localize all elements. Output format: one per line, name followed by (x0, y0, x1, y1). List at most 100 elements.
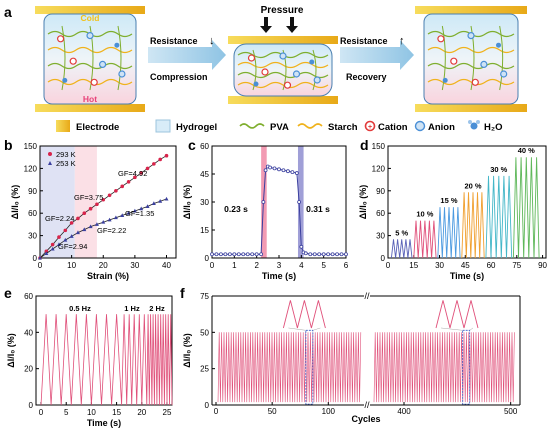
anion-icon (313, 76, 321, 84)
y-tick-label: 0 (205, 254, 210, 263)
y-tick-label: 90 (376, 187, 385, 196)
electrode-swatch (56, 120, 70, 132)
data-point (82, 227, 87, 232)
zoom-connector (440, 327, 463, 331)
data-point (164, 153, 169, 158)
axis-break-icon: // (364, 291, 370, 301)
y-tick-label: 30 (28, 232, 37, 241)
x-tick-label: 10 (67, 261, 76, 270)
pva-swatch (239, 123, 265, 129)
x-tick-label: 0 (39, 408, 44, 417)
y-tick-label: 60 (200, 142, 209, 151)
series-line (40, 314, 173, 406)
y-tick-label: 20 (24, 365, 33, 374)
x-tick-label: 45 (461, 261, 470, 270)
data-point (254, 252, 259, 257)
strain-label: 20 % (464, 181, 481, 190)
y-tick-label: 75 (200, 292, 209, 301)
data-point (303, 251, 308, 256)
water-legend-label: H₂O (484, 122, 502, 133)
x-tick-label: 0 (38, 261, 43, 270)
hot-label: Hot (83, 94, 97, 104)
starch-swatch (297, 123, 323, 129)
x-tick-label: 0 (386, 261, 391, 270)
cation-icon (90, 78, 98, 86)
data-point (210, 252, 214, 257)
data-point (164, 196, 169, 201)
recovery-label: Recovery (346, 72, 387, 82)
zoom-connector (312, 327, 321, 331)
legend-label: 293 K (56, 150, 76, 159)
legend-marker (48, 161, 52, 165)
shaded-region (74, 146, 97, 258)
hydrogel-cell-compressed: Pressure (228, 5, 338, 104)
strain-label: 5 % (395, 228, 408, 237)
x-tick-label: 90 (538, 261, 547, 270)
data-point (69, 221, 74, 225)
compression-arrow (148, 40, 226, 70)
data-point (277, 167, 281, 172)
data-point (236, 252, 241, 257)
x-tick-label: 20 (99, 261, 108, 270)
x-tick-label: 30 (130, 261, 139, 270)
data-point (63, 228, 68, 233)
polymer-network (427, 25, 515, 91)
data-point (344, 252, 348, 257)
y-tick-label: 150 (24, 142, 38, 151)
data-point (57, 235, 61, 239)
response-time-label: 0.23 s (224, 204, 248, 214)
anion-icon (118, 70, 126, 78)
data-point (82, 211, 87, 215)
anion-icon (292, 70, 301, 78)
gf-annotation: GF=2.94 (58, 242, 87, 251)
arrow-down-icon: ↓ (209, 35, 215, 47)
y-tick-label: 120 (24, 164, 38, 173)
recovery-time-label: 0.31 s (306, 204, 330, 214)
frequency-label: 2 Hz (149, 304, 165, 313)
data-point (139, 206, 144, 211)
data-point (88, 224, 93, 229)
panel-b-letter: b (4, 137, 13, 153)
x-tick-label: 6 (344, 261, 349, 270)
data-point (317, 252, 322, 257)
data-point (290, 170, 295, 175)
x-tick-label: 0 (210, 261, 215, 270)
data-point (101, 197, 106, 202)
x-tick-label: 400 (397, 407, 411, 416)
top-electrode (228, 36, 338, 44)
polymer-chain (441, 25, 446, 91)
x-tick-label: 15 (409, 261, 418, 270)
data-point (101, 219, 106, 224)
y-tick-label: 40 (24, 328, 33, 337)
polymer-chain (89, 25, 94, 91)
pva-legend-label: PVA (270, 122, 289, 133)
data-point (114, 189, 118, 193)
polymer-chain (427, 46, 515, 54)
y-tick-label: 30 (376, 232, 385, 241)
x-tick-label: 1 (232, 261, 237, 270)
data-point (299, 244, 304, 249)
cation-icon (247, 54, 256, 62)
cycle-series (512, 157, 540, 259)
data-point (321, 252, 326, 257)
zoom-connector (288, 327, 306, 331)
data-point (94, 222, 99, 226)
water-molecule-icon (496, 42, 502, 48)
data-point (261, 200, 266, 204)
data-point (339, 252, 344, 257)
x-tick-label: 3 (277, 261, 282, 270)
cation-legend-label: Cation (378, 122, 408, 133)
resistance-down-label: Resistance (150, 36, 198, 46)
data-point (75, 230, 80, 235)
polymer-chain (117, 25, 122, 91)
data-point (38, 255, 42, 260)
data-point (44, 251, 49, 256)
water-molecule-icon (62, 77, 68, 83)
data-point (241, 252, 246, 257)
highlight-box (462, 329, 471, 405)
x-tick-label: 25 (163, 408, 172, 417)
